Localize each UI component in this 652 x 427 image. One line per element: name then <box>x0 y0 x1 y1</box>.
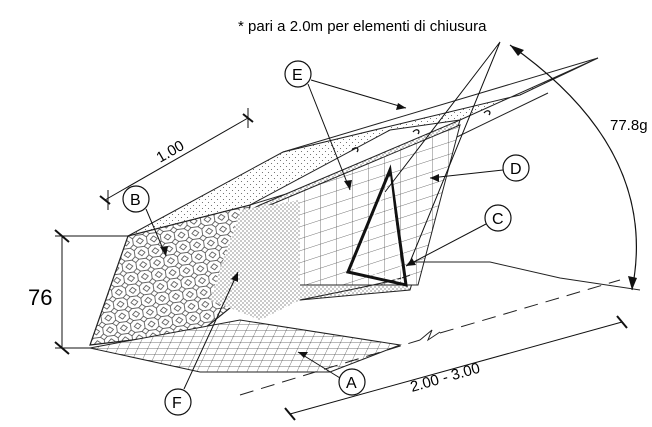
width-dimension: 1.00 <box>99 108 254 210</box>
height-dimension: 76 <box>28 229 128 355</box>
angle-dimension: 77.8g <box>509 44 648 291</box>
callout-b: B <box>122 185 168 257</box>
length-label: 2.00 - 3.00 <box>408 360 482 396</box>
note-text: * pari a 2.0m per elementi di chiusura <box>238 18 487 35</box>
callout-e: C <box>405 204 512 267</box>
lid-hooks <box>351 110 491 153</box>
svg-text:A: A <box>346 375 357 392</box>
base-panel <box>89 319 402 373</box>
svg-text:E: E <box>292 67 303 84</box>
callout-f: E <box>284 60 407 191</box>
slope-line <box>410 261 641 291</box>
break-mark <box>419 329 441 342</box>
note-leader <box>384 41 501 263</box>
svg-text:B: B <box>130 192 141 209</box>
lid-upper-edge <box>282 57 599 153</box>
svg-text:F: F <box>172 395 182 412</box>
callout-a: A <box>297 351 366 396</box>
hidden-edge <box>239 279 621 396</box>
svg-text:C: C <box>492 211 504 228</box>
callout-c: F <box>164 271 239 416</box>
callout-d: D <box>429 154 530 182</box>
brace-triangle <box>345 164 408 287</box>
angle-label: 77.8g <box>610 117 648 134</box>
svg-text:D: D <box>510 161 522 178</box>
height-label: 76 <box>28 285 52 310</box>
fill-area <box>210 200 300 320</box>
